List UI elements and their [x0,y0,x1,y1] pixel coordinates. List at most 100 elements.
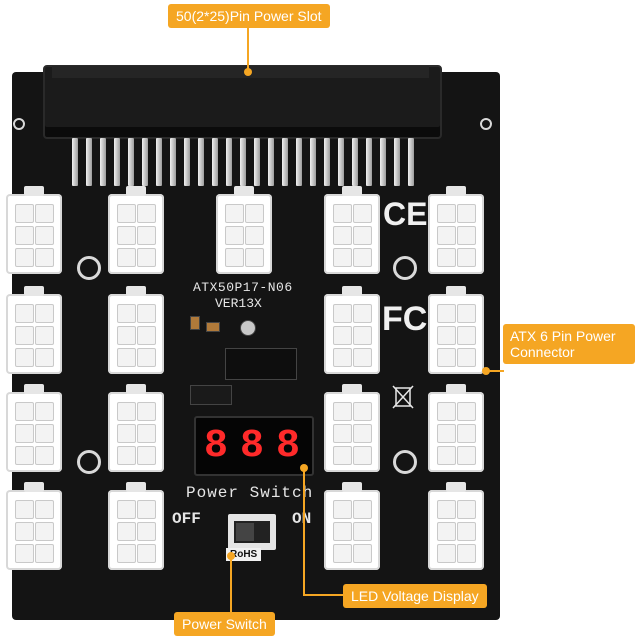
atx-6pin-connector [108,286,164,374]
atx-6pin-connector [428,286,484,374]
connector-latch [24,384,44,394]
connector-latch [342,482,362,492]
connector-pin-socket [457,424,476,443]
led-leader-line-v [303,468,305,596]
led-leader-dot [300,464,308,472]
connector-pin-socket [353,304,372,323]
connector-pin-socket [15,226,34,245]
connector-pin-socket [35,304,54,323]
connector-pin-socket [137,204,156,223]
power-slot-callout: 50(2*25)Pin Power Slot [168,4,330,28]
connector-pin-socket [117,424,136,443]
slot-pin [86,138,92,186]
atx-leader-dot [482,367,490,375]
atx-6pin-connector [324,286,380,374]
board-model-label: ATX50P17-N06 [193,280,293,295]
connector-pin-socket [225,248,244,267]
connector-latch [234,186,254,196]
connector-pin-socket [15,402,34,421]
connector-pin-socket [333,544,352,563]
led-leader-line-h [303,594,343,596]
power-switch-knob[interactable] [236,523,254,541]
connector-pin-socket [15,500,34,519]
connector-pin-socket [35,522,54,541]
slot-pin [338,138,344,186]
connector-pin-socket [35,348,54,367]
connector-pin-socket [353,446,372,465]
connector-pin-socket [333,304,352,323]
atx-6pin-connector [428,482,484,570]
connector-pin-socket [333,348,352,367]
connector-latch [342,186,362,196]
switch-off-label: OFF [172,510,201,528]
connector-pin-socket [353,348,372,367]
connector-pin-socket [137,446,156,465]
connector-latch [446,384,466,394]
atx-6pin-connector [324,186,380,274]
connector-pin-socket [457,304,476,323]
mount-hole [13,118,25,130]
connector-pin-socket [117,348,136,367]
mount-hole [480,118,492,130]
connector-latch [126,384,146,394]
connector-pin-socket [137,402,156,421]
atx-6pin-connector [324,482,380,570]
connector-latch [24,186,44,196]
atx-leader-line [486,370,504,372]
connector-pin-socket [35,402,54,421]
connector-pin-socket [353,500,372,519]
connector-pin-socket [333,522,352,541]
mount-hole [393,256,417,280]
connector-pin-socket [457,348,476,367]
connector-pin-socket [15,424,34,443]
slot-pin [282,138,288,186]
connector-pin-socket [137,248,156,267]
slot-pin [226,138,232,186]
led-voltage-display: 8 8 8 [194,416,314,476]
slot-pin [142,138,148,186]
mount-hole [77,256,101,280]
connector-pin-socket [437,500,456,519]
power-slot-pins [72,138,422,186]
led-indicator [240,320,256,336]
slot-pin [198,138,204,186]
slot-pin [408,138,414,186]
resistor-array [190,385,232,405]
smd-component [190,316,200,330]
connector-pin-socket [437,402,456,421]
connector-pin-socket [15,204,34,223]
connector-pin-socket [437,204,456,223]
slot-pin [352,138,358,186]
slot-pin [296,138,302,186]
connector-pin-socket [245,204,264,223]
display-digit: 8 [204,424,229,469]
connector-pin-socket [15,348,34,367]
connector-latch [342,384,362,394]
atx-6pin-connector [428,186,484,274]
power-slot-leader-line [247,26,249,72]
atx-6pin-connector [324,384,380,472]
atx-6pin-connector [6,186,62,274]
ic-chip [225,348,297,380]
connector-pin-socket [457,522,476,541]
slot-pin [324,138,330,186]
connector-latch [446,482,466,492]
connector-pin-socket [437,304,456,323]
rohs-sticker: RoHS [226,548,262,561]
connector-pin-socket [137,326,156,345]
connector-pin-socket [117,226,136,245]
connector-pin-socket [437,326,456,345]
connector-pin-socket [333,500,352,519]
connector-pin-socket [457,402,476,421]
connector-pin-socket [225,204,244,223]
slot-pin [380,138,386,186]
connector-pin-socket [117,500,136,519]
slot-pin [310,138,316,186]
connector-pin-socket [15,248,34,267]
connector-pin-socket [457,226,476,245]
connector-pin-socket [353,204,372,223]
connector-pin-socket [437,446,456,465]
connector-pin-socket [437,522,456,541]
connector-pin-socket [457,446,476,465]
connector-latch [342,286,362,296]
